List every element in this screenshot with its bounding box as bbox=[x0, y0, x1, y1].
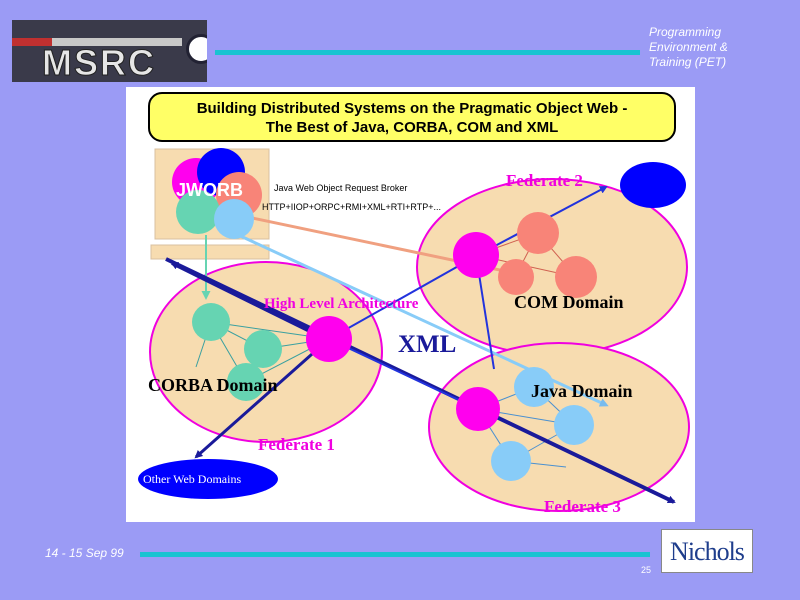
com-domain-label: COM Domain bbox=[514, 292, 624, 312]
nichols-logo: Nichols bbox=[661, 529, 753, 573]
corba-node-3 bbox=[227, 363, 265, 401]
other-web-domains-ellipse bbox=[138, 459, 278, 499]
header-title: Programming Environment & Training (PET) bbox=[649, 25, 799, 70]
protocols-label: HTTP+IIOP+ORPC+RMI+XML+RTI+RTP+... bbox=[262, 202, 441, 212]
diagram-title-line-1: Building Distributed Systems on the Prag… bbox=[196, 100, 628, 117]
jworb-description: Java Web Object Request Broker bbox=[274, 183, 408, 193]
xml-label: XML bbox=[398, 331, 457, 358]
federate-2-blob bbox=[620, 162, 686, 208]
corba-domain-label: CORBA Domain bbox=[148, 375, 278, 395]
header-title-line-2: Environment & bbox=[649, 40, 728, 54]
other-web-domains-label: Other Web Domains bbox=[143, 472, 242, 486]
federate-1-label: Federate 1 bbox=[258, 435, 335, 454]
footer-date: 14 - 15 Sep 99 bbox=[45, 546, 124, 560]
corba-gateway-node bbox=[306, 316, 352, 362]
hla-to-com-link bbox=[328, 254, 479, 340]
msrc-logo: MSRC bbox=[12, 20, 207, 82]
footer-divider bbox=[140, 552, 650, 557]
jworb-label: JWORB bbox=[176, 180, 243, 200]
com-node-3 bbox=[498, 259, 534, 295]
logo-strip bbox=[12, 38, 182, 46]
com-node-1 bbox=[517, 212, 559, 254]
architecture-diagram: Building Distributed Systems on the Prag… bbox=[126, 87, 695, 522]
header-divider bbox=[215, 50, 640, 55]
logo-word: MSRC bbox=[42, 42, 156, 83]
java-domain-label: Java Domain bbox=[531, 381, 633, 401]
java-node-2 bbox=[554, 405, 594, 445]
java-gateway-node bbox=[456, 387, 500, 431]
jworb-keyboard bbox=[150, 244, 270, 260]
corba-to-other-web-arrow bbox=[194, 337, 330, 459]
hla-arrow-end bbox=[165, 257, 676, 504]
diagram-title-line-2: The Best of Java, CORBA, COM and XML bbox=[265, 119, 559, 136]
jworb-node-teal bbox=[176, 190, 220, 234]
seal-icon bbox=[186, 34, 207, 64]
corba-node-2 bbox=[244, 330, 282, 368]
hla-label: High Level Architecture bbox=[264, 296, 419, 312]
hla-to-java-link bbox=[328, 338, 479, 410]
com-node-2 bbox=[555, 256, 597, 298]
logo-strip-red bbox=[12, 38, 52, 46]
java-node-3 bbox=[491, 441, 531, 481]
federate-2-label: Federate 2 bbox=[506, 171, 583, 190]
diagram-graphics bbox=[138, 148, 690, 512]
federate-3-label: Federate 3 bbox=[544, 497, 621, 516]
header-title-line-1: Programming bbox=[649, 25, 722, 39]
jworb-node-sky bbox=[214, 199, 254, 239]
com-gateway-node bbox=[453, 232, 499, 278]
header-title-line-3: Training (PET) bbox=[649, 55, 727, 69]
hla-arrow-start bbox=[170, 261, 327, 341]
java-node-1 bbox=[514, 367, 554, 407]
corba-node-1 bbox=[192, 303, 230, 341]
page-number: 25 bbox=[641, 565, 652, 575]
diagram-title-box: Building Distributed Systems on the Prag… bbox=[148, 92, 676, 142]
